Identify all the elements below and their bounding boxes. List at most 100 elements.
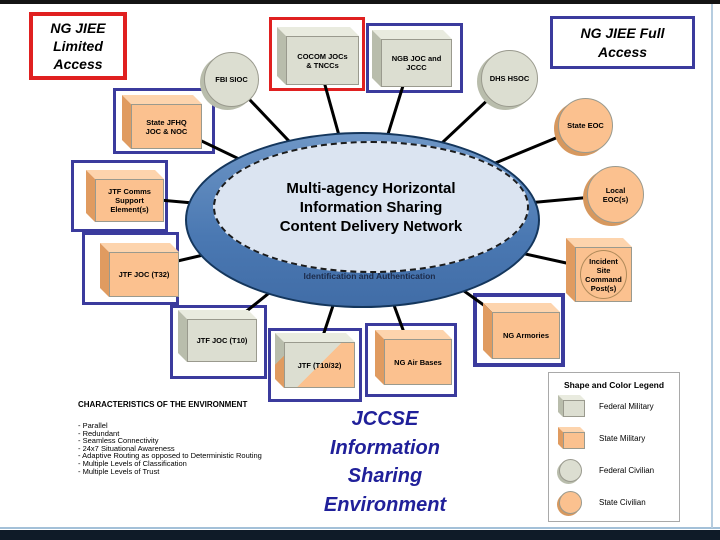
cube-face xyxy=(375,330,452,339)
legend-label: State Military xyxy=(599,434,646,443)
node-ng-armories: NG Armories xyxy=(483,303,560,359)
legend-label: Federal Military xyxy=(599,402,654,411)
cube-face xyxy=(483,303,492,359)
cube-face xyxy=(277,27,359,36)
banner-limited-label: NG JIEE Limited Access xyxy=(50,19,106,73)
characteristic-item: Multiple Levels of Trust xyxy=(78,467,378,476)
legend-shape-federal-military xyxy=(558,395,585,418)
cube-face: JTF JOC (T32) xyxy=(109,252,179,297)
node-incident-label: Incident Site Command Post(s) xyxy=(585,256,622,293)
cube-face xyxy=(100,243,179,252)
frame-jtf-comms xyxy=(71,160,168,232)
node-ngb-label: NGB JOC and JCCC xyxy=(391,54,442,72)
circle-swatch xyxy=(559,491,582,514)
node-state-eoc-label: State EOC xyxy=(567,121,604,130)
frame-ng-air xyxy=(365,323,457,397)
legend-shape-federal-civilian xyxy=(558,459,585,482)
frame-ng-armories xyxy=(473,293,565,367)
cube-face xyxy=(100,243,109,297)
node-local-eoc-label: Local EOC(s) xyxy=(602,185,629,204)
bottom-edge-line xyxy=(0,527,720,529)
characteristic-item: 24x7 Situational Awareness xyxy=(78,445,378,453)
banner-full-label: NG JIEE Full Access xyxy=(580,25,665,60)
characteristic-item: Parallel xyxy=(78,422,378,430)
cube-face: NG Armories xyxy=(492,312,560,359)
legend-title: Shape and Color Legend xyxy=(563,380,665,390)
characteristics-section: CHARACTERISTICS OF THE ENVIRONMENT Paral… xyxy=(78,400,378,475)
cube-swatch xyxy=(558,395,585,417)
legend-shape-state-military xyxy=(558,427,585,450)
right-edge-line xyxy=(711,4,713,528)
legend-label: State Civilian xyxy=(599,498,646,507)
node-cocom-label: COCOM JOCs & TNCCs xyxy=(297,51,348,70)
bottom-edge-bar xyxy=(0,530,720,540)
node-ng-air: NG Air Bases xyxy=(375,330,452,385)
cube-face xyxy=(566,238,632,247)
cube-face: Incident Site Command Post(s) xyxy=(575,247,632,302)
cube-face xyxy=(275,333,284,388)
cube-swatch xyxy=(558,427,585,449)
cube-face xyxy=(375,330,384,385)
top-edge-bar xyxy=(0,0,720,4)
cube-face xyxy=(178,310,187,362)
legend-row: Federal Civilian xyxy=(558,459,654,482)
node-jtf-t32-label: JTF JOC (T32) xyxy=(118,270,170,279)
node-state-jfhq: State JFHQ JOC & NOC xyxy=(122,95,202,149)
cube-face xyxy=(277,27,286,85)
cube-face xyxy=(86,170,95,222)
node-jtf-t10: JTF JOC (T10) xyxy=(178,310,257,362)
cube-face xyxy=(122,95,131,149)
legend-row: State Military xyxy=(558,427,645,450)
frame-jtf-t1032 xyxy=(268,328,362,402)
node-fbi-sioc: FBI SIOC xyxy=(204,52,259,107)
node-jtf-t1032: JTF (T10/32) xyxy=(275,333,355,388)
node-jtf-t32: JTF JOC (T32) xyxy=(100,243,179,297)
legend: Shape and Color Legend Federal Military … xyxy=(548,372,680,522)
cube-face xyxy=(275,333,355,342)
node-state-eoc: State EOC xyxy=(558,98,613,153)
cube-face: JTF Comms Support Element(s) xyxy=(95,179,164,222)
cube-face xyxy=(178,310,257,319)
legend-shape-state-civilian xyxy=(558,491,585,514)
frame-cocom xyxy=(269,17,365,91)
characteristic-item: Adaptive Routing as opposed to Determini… xyxy=(78,452,378,460)
legend-label: Federal Civilian xyxy=(599,466,655,475)
circle-swatch xyxy=(559,459,582,482)
cube-face xyxy=(372,30,452,39)
cube-face xyxy=(122,95,202,104)
banner-full-access: NG JIEE Full Access xyxy=(550,16,695,69)
cube-face xyxy=(372,30,381,87)
node-cocom: COCOM JOCs & TNCCs xyxy=(277,27,359,85)
node-jtf-t10-label: JTF JOC (T10) xyxy=(196,336,248,345)
identification-band: Identification and Authentication xyxy=(303,271,436,281)
legend-row: State Civilian xyxy=(558,491,646,514)
characteristic-item: Seamless Connectivity xyxy=(78,437,378,445)
characteristic-item: Redundant xyxy=(78,429,378,438)
node-dhs-hsoc: DHS HSOC xyxy=(481,50,538,107)
node-jtf-comms-label: JTF Comms Support Element(s) xyxy=(108,187,151,214)
frame-jtf-t10 xyxy=(170,305,267,379)
network-title: Multi-agency Horizontal Information Shar… xyxy=(279,179,463,235)
node-dhs-label: DHS HSOC xyxy=(489,74,530,83)
slide-caption: JCCSE Information Sharing Environment xyxy=(323,408,447,516)
characteristics-title: CHARACTERISTICS OF THE ENVIRONMENT xyxy=(78,400,248,409)
cube-face: NG Air Bases xyxy=(384,339,452,385)
node-jtf-t1032-label: JTF (T10/32) xyxy=(297,360,342,370)
frame-ngb xyxy=(366,23,463,93)
cube-face: NGB JOC and JCCC xyxy=(381,39,452,87)
node-fbi-label: FBI SIOC xyxy=(215,75,248,84)
banner-limited-access: NG JIEE Limited Access xyxy=(29,12,127,80)
network-core: Multi-agency Horizontal Information Shar… xyxy=(213,141,529,273)
node-incident-site: Incident Site Command Post(s) xyxy=(566,238,632,302)
node-jtf-comms: JTF Comms Support Element(s) xyxy=(86,170,164,222)
node-ng-air-label: NG Air Bases xyxy=(394,357,442,367)
incident-oval xyxy=(580,250,627,299)
node-ngb: NGB JOC and JCCC xyxy=(372,30,452,87)
cube-face: COCOM JOCs & TNCCs xyxy=(286,36,359,85)
node-state-jfhq-label: State JFHQ JOC & NOC xyxy=(145,117,188,136)
legend-row: Federal Military xyxy=(558,395,654,418)
cube-face xyxy=(86,170,164,179)
frame-state-jfhq xyxy=(113,88,215,154)
node-ng-armories-label: NG Armories xyxy=(503,331,549,340)
